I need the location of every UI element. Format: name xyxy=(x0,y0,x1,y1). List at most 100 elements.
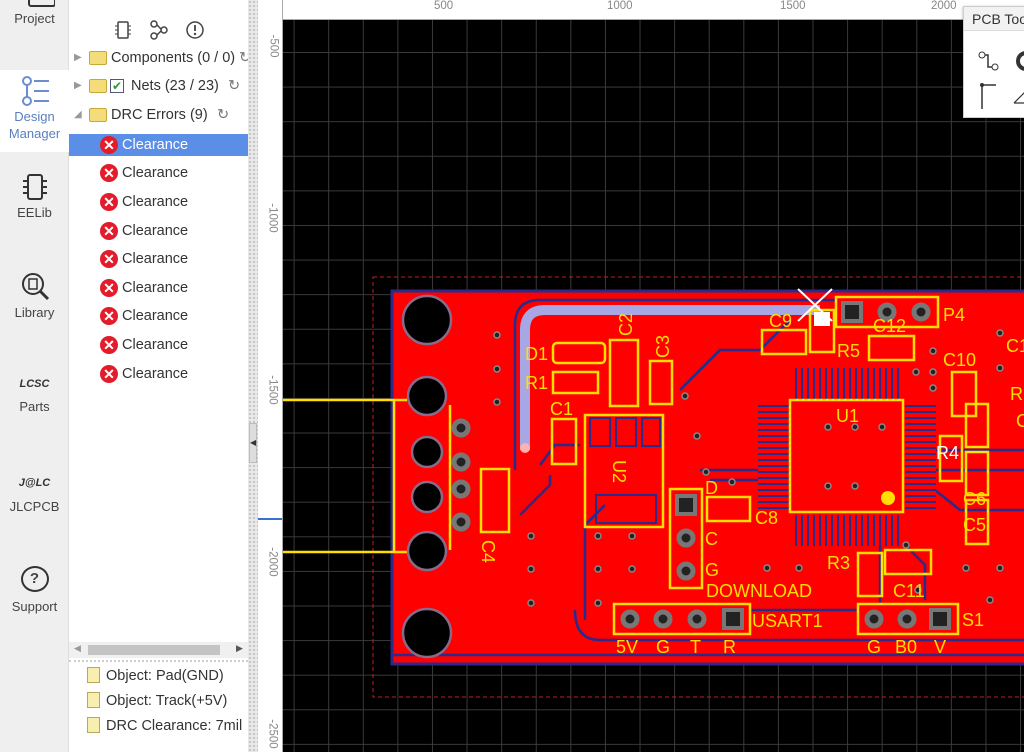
nav-label: Parts xyxy=(19,399,50,414)
drc-error-item[interactable]: ✕Clearance xyxy=(69,334,248,356)
vertical-ruler: -500 -1000 -1500 -2000 -2500 xyxy=(258,0,283,752)
collapse-arrow-icon[interactable]: ◢ xyxy=(74,109,82,120)
expand-arrow-icon[interactable]: ▶ xyxy=(74,80,82,91)
error-icon: ✕ xyxy=(100,193,118,211)
expand-arrow-icon[interactable]: ▶ xyxy=(74,52,82,63)
nav-project[interactable]: Project xyxy=(0,0,69,40)
detail-text: Object: Track(+5V) xyxy=(106,693,228,709)
scroll-left-icon[interactable]: ◀ xyxy=(74,643,81,653)
error-label: Clearance xyxy=(122,137,189,153)
nav-label: Manager xyxy=(8,126,61,141)
design-manager-panel: ▶ Components (0 / 0) ↻ ▶ ✔ Nets (23 / 23… xyxy=(69,0,248,752)
nav-label: Design xyxy=(14,109,55,124)
ruler-label: 1000 xyxy=(607,0,633,12)
ruler-label: -2500 xyxy=(266,719,279,749)
refresh-icon[interactable]: ↻ xyxy=(228,78,241,94)
error-icon: ✕ xyxy=(100,136,118,154)
error-label: Clearance xyxy=(122,308,189,324)
drc-error-item[interactable]: ✕Clearance xyxy=(69,248,248,270)
library-icon xyxy=(21,273,49,301)
error-label: Clearance xyxy=(122,366,189,382)
collapse-panel-icon[interactable]: ◀ xyxy=(249,423,257,463)
error-icon: ✕ xyxy=(100,279,118,297)
error-label: Clearance xyxy=(122,337,189,353)
nav-label: Project xyxy=(14,11,55,26)
tree-nets[interactable]: ▶ ✔ Nets (23 / 23) ↻ xyxy=(69,75,248,97)
ruler-label: -500 xyxy=(267,34,280,58)
left-nav: Project Design Manager EELib Library LCS… xyxy=(0,0,69,752)
drc-error-item[interactable]: ✕Clearance xyxy=(69,305,248,327)
pcb-tools-icons xyxy=(978,51,1024,109)
refresh-icon[interactable]: ↻ xyxy=(239,50,248,66)
components-tab-icon[interactable] xyxy=(113,20,133,40)
ruler-label: 500 xyxy=(434,0,454,12)
folder-icon xyxy=(89,51,107,65)
arc-tool-icon[interactable] xyxy=(1016,51,1024,71)
scrollbar-thumb[interactable] xyxy=(88,645,220,655)
tree-label: Nets (23 / 23) xyxy=(131,78,219,94)
nav-label: EELib xyxy=(17,205,52,220)
drc-error-item[interactable]: ✕Clearance xyxy=(69,134,248,156)
horizontal-ruler: 500 1000 1500 2000 xyxy=(283,0,1024,20)
support-icon: ? xyxy=(20,566,49,592)
error-label: Clearance xyxy=(122,251,189,267)
cursor-marker xyxy=(258,518,282,520)
drc-error-item[interactable]: ✕Clearance xyxy=(69,162,248,184)
ruler-label: 2000 xyxy=(931,0,957,12)
pcb-tools-panel: PCB Tools xyxy=(963,6,1024,118)
nav-parts[interactable]: LCSC Parts xyxy=(0,372,69,415)
nets-tab-icon[interactable] xyxy=(149,20,169,40)
nav-jlcpcb[interactable]: J@LC JLCPCB xyxy=(0,470,69,515)
pcb-tools-title[interactable]: PCB Tools xyxy=(964,7,1024,31)
ruler-label: 1500 xyxy=(780,0,806,12)
nav-library[interactable]: Library xyxy=(0,270,69,321)
error-icon: ✕ xyxy=(100,222,118,240)
drc-error-item[interactable]: ✕Clearance xyxy=(69,277,248,299)
error-label: Clearance xyxy=(122,280,189,296)
tree-label: Components (0 / 0) xyxy=(111,50,236,66)
pcb-canvas[interactable] xyxy=(283,20,1024,752)
error-icon: ✕ xyxy=(100,164,118,182)
tree-components[interactable]: ▶ Components (0 / 0) ↻ xyxy=(69,47,248,69)
error-icon: ✕ xyxy=(100,250,118,268)
divider xyxy=(69,660,248,662)
detail-text: Object: Pad(GND) xyxy=(106,668,224,684)
chip-icon xyxy=(22,174,47,200)
design-manager-icon xyxy=(21,76,49,106)
dimension-tool-icon[interactable] xyxy=(1013,91,1024,104)
detail-item: Object: Pad(GND) xyxy=(87,666,224,686)
panel-splitter[interactable]: ◀ xyxy=(248,0,258,752)
track-tool-icon[interactable] xyxy=(978,51,999,71)
nav-eelib[interactable]: EELib xyxy=(0,172,69,221)
scroll-right-icon[interactable]: ▶ xyxy=(236,643,243,653)
tree-drc-errors[interactable]: ◢ DRC Errors (9) ↻ xyxy=(69,104,248,126)
nav-label: Library xyxy=(14,305,55,320)
document-icon xyxy=(87,717,100,733)
detail-text: DRC Clearance: 7mil xyxy=(106,718,243,734)
jlc-icon: J@LC xyxy=(18,477,51,489)
tree-label: DRC Errors (9) xyxy=(111,107,208,123)
horizontal-scrollbar[interactable]: ◀ ▶ xyxy=(69,642,248,658)
nav-design-manager[interactable]: Design Manager xyxy=(0,70,69,152)
nav-label: Support xyxy=(11,599,58,614)
drc-error-item[interactable]: ✕Clearance xyxy=(69,363,248,385)
ruler-label: -1000 xyxy=(266,203,279,233)
error-icon: ✕ xyxy=(100,336,118,354)
drc-tab-icon[interactable] xyxy=(185,20,205,40)
lcsc-icon: LCSC xyxy=(19,378,50,390)
ruler-label: -2000 xyxy=(266,547,279,577)
refresh-icon[interactable]: ↻ xyxy=(217,107,230,123)
error-label: Clearance xyxy=(122,165,189,181)
project-icon xyxy=(27,0,55,7)
nav-label: JLCPCB xyxy=(9,499,60,514)
drc-error-item[interactable]: ✕Clearance xyxy=(69,220,248,242)
detail-item: Object: Track(+5V) xyxy=(87,691,227,711)
error-label: Clearance xyxy=(122,194,189,210)
ruler-label: -1500 xyxy=(266,375,279,405)
nets-checkbox[interactable]: ✔ xyxy=(110,79,124,93)
folder-open-icon xyxy=(89,108,107,122)
drc-error-item[interactable]: ✕Clearance xyxy=(69,191,248,213)
line-tool-icon[interactable] xyxy=(980,83,996,109)
nav-support[interactable]: ? Support xyxy=(0,566,69,615)
error-label: Clearance xyxy=(122,223,189,239)
